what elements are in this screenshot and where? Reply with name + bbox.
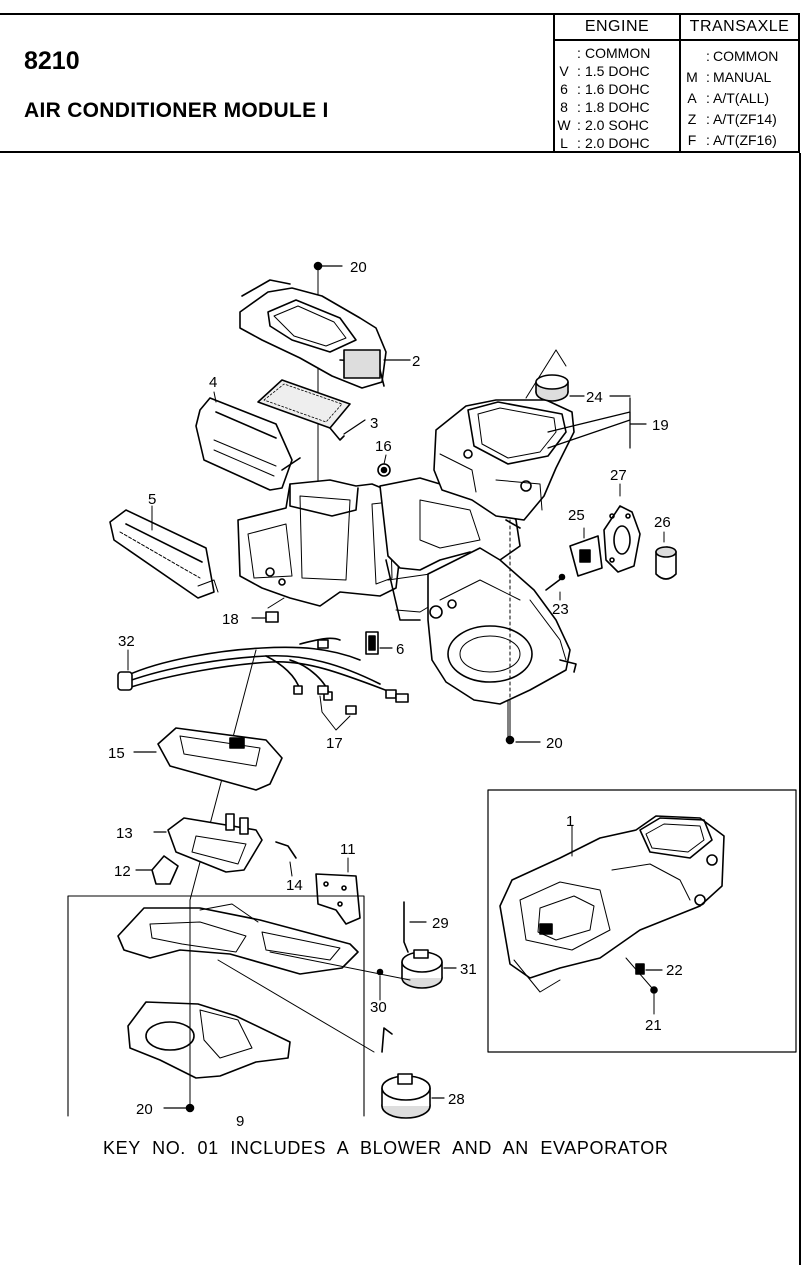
callout-11: 11	[340, 841, 356, 858]
callout-19: 19	[652, 417, 669, 434]
transaxle-code-list: :COMMON M:MANUAL A:A/T(ALL) Z:A/T(ZF14) …	[681, 41, 798, 151]
engine-code-row: 8:1.8 DOHC	[560, 99, 650, 115]
upper-case-part-2	[239, 279, 411, 389]
transaxle-code-row: :COMMON	[706, 48, 779, 64]
catalog-header: 8210 AIR CONDITIONER MODULE I ENGINE :CO…	[0, 13, 800, 153]
callout-24: 24	[586, 389, 603, 406]
lower-case-group-9	[67, 895, 411, 1117]
engine-code-row: L:2.0 DOHC	[560, 135, 650, 151]
callout-31: 31	[460, 961, 477, 978]
page-border-line	[799, 153, 801, 1265]
callout-28: 28	[448, 1091, 465, 1108]
engine-code-table: ENGINE :COMMON V:1.5 DOHC 6:1.6 DOHC 8:1…	[553, 15, 681, 153]
actuator-part-31	[401, 949, 457, 989]
engine-code-list: :COMMON V:1.5 DOHC 6:1.6 DOHC 8:1.8 DOHC…	[555, 41, 679, 152]
actuator-part-28	[381, 1027, 445, 1119]
footnote: KEY NO. 01 INCLUDES A BLOWER AND AN EVAP…	[103, 1138, 669, 1158]
callout-15: 15	[108, 745, 125, 762]
actuator-part-24	[535, 374, 631, 402]
bracket-part-25	[569, 527, 603, 577]
clip-part-14	[275, 841, 297, 877]
callout-1: 1	[566, 813, 574, 830]
callout-16: 16	[375, 438, 392, 455]
callout-29: 29	[432, 915, 449, 932]
callout-3: 3	[370, 415, 378, 432]
engine-code-row: V:1.5 DOHC	[559, 63, 650, 79]
callout-30: 30	[370, 999, 387, 1016]
engine-code-row: :COMMON	[577, 45, 651, 61]
cap-part-26	[655, 531, 677, 580]
clip-part-18	[251, 611, 279, 623]
clip-part-17	[317, 685, 357, 731]
callout-17: 17	[326, 735, 343, 752]
filter-part-3	[257, 379, 366, 441]
callout-18: 18	[222, 611, 239, 628]
heater-core-part-13	[153, 813, 263, 873]
callout-14: 14	[286, 877, 303, 894]
main-housing	[237, 479, 405, 609]
bolt-20-mid	[505, 699, 541, 745]
cover-part-4	[195, 391, 301, 491]
callout-9: 9	[236, 1113, 244, 1130]
duct-part-19	[433, 349, 647, 701]
connector-part-6	[365, 631, 393, 655]
transaxle-code-table: TRANSAXLE :COMMON M:MANUAL A:A/T(ALL) Z:…	[681, 15, 798, 153]
engine-code-row: W:2.0 SOHC	[557, 117, 649, 133]
callout-20: 20	[350, 259, 367, 276]
part-number: 8210	[24, 47, 80, 75]
callout-27: 27	[610, 467, 627, 484]
transaxle-code-row: F:A/T(ZF16)	[687, 132, 777, 148]
callout-25: 25	[568, 507, 585, 524]
callout-23: 23	[552, 601, 569, 618]
callout-21: 21	[645, 1017, 662, 1034]
callout-20: 20	[136, 1101, 153, 1118]
callout-26: 26	[654, 514, 671, 531]
page-title: AIR CONDITIONER MODULE I	[24, 99, 329, 122]
engine-code-row: 6:1.6 DOHC	[560, 81, 650, 97]
clip-part-16	[377, 454, 391, 477]
callout-5: 5	[148, 491, 156, 508]
transaxle-heading: TRANSAXLE	[681, 15, 798, 41]
callout-12: 12	[114, 863, 131, 880]
plate-part-11	[315, 857, 361, 925]
callout-6: 6	[396, 641, 404, 658]
plate-part-27	[603, 483, 641, 573]
callout-20: 20	[546, 735, 563, 752]
transaxle-code-row: A:A/T(ALL)	[687, 90, 770, 106]
cover-part-5	[109, 505, 219, 599]
transaxle-code-row: Z:A/T(ZF14)	[687, 111, 777, 127]
bracket-part-12	[135, 855, 179, 885]
callout-22: 22	[666, 962, 683, 979]
callout-4: 4	[209, 374, 217, 391]
transaxle-code-row: M:MANUAL	[686, 69, 772, 85]
callout-32: 32	[118, 633, 135, 650]
engine-heading: ENGINE	[555, 15, 679, 41]
callout-2: 2	[412, 353, 420, 370]
screw-part-23	[545, 573, 566, 601]
rod-part-29	[403, 901, 427, 953]
callout-13: 13	[116, 825, 133, 842]
blower-housing	[427, 547, 577, 741]
assembly-inset-part-1	[487, 789, 797, 1053]
cover-part-15	[133, 727, 283, 791]
